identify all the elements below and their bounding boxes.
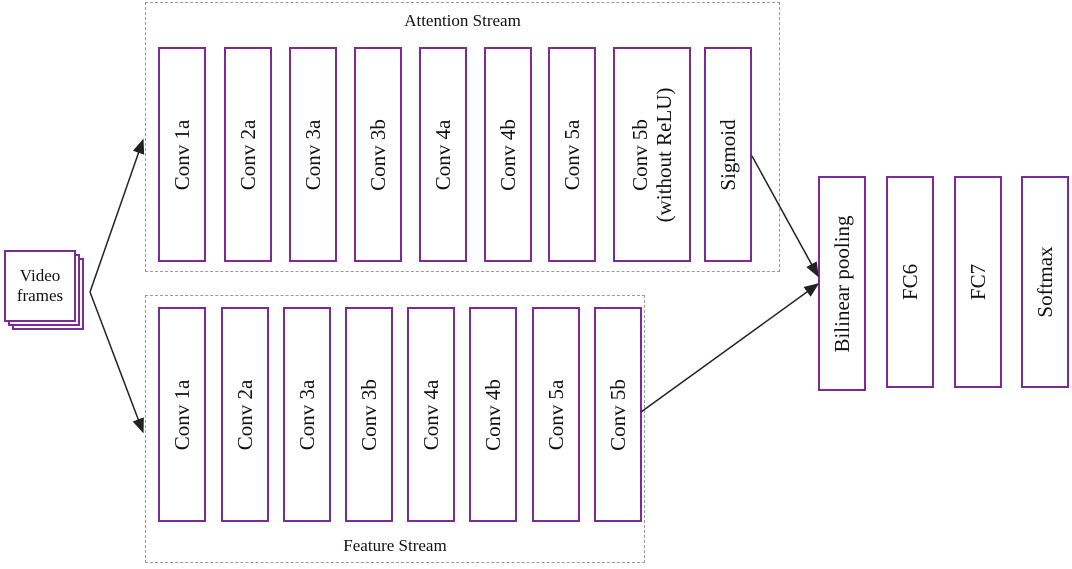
feature-layer-8: Conv 5b xyxy=(594,307,642,522)
feature-stream: Feature Stream xyxy=(145,295,645,563)
head-layer-2: FC6 xyxy=(886,176,934,388)
attention-layer-1: Conv 1a xyxy=(158,47,206,262)
attention-layer-9: Sigmoid xyxy=(704,47,752,262)
attention-layer-4: Conv 3b xyxy=(354,47,402,262)
attention-layer-7: Conv 5a xyxy=(548,47,596,262)
head-layer-3: FC7 xyxy=(954,176,1002,388)
feature-layer-2: Conv 2a xyxy=(221,307,269,522)
attention-layer-2: Conv 2a xyxy=(224,47,272,262)
head-layer-4: Softmax xyxy=(1021,176,1069,388)
attention-layer-3: Conv 3a xyxy=(289,47,337,262)
feature-stream-title: Feature Stream xyxy=(343,536,447,555)
feature-layer-3: Conv 3a xyxy=(283,307,331,522)
attention-stream-title: Attention Stream xyxy=(404,11,521,30)
attention-stream: Attention Stream xyxy=(145,2,780,272)
arrow-input-to-feature xyxy=(89,291,144,434)
attention-layer-5: Conv 4a xyxy=(419,47,467,262)
attention-layer-8: Conv 5b(without ReLU) xyxy=(613,47,691,262)
feature-layer-7: Conv 5a xyxy=(532,307,580,522)
arrow-conv5b-to-pooling xyxy=(640,283,820,413)
feature-layer-5: Conv 4a xyxy=(407,307,455,522)
attention-layer-6: Conv 4b xyxy=(484,47,532,262)
arrow-input-to-attention xyxy=(89,138,145,293)
arrow-sigmoid-to-pooling xyxy=(751,155,819,278)
feature-layer-1: Conv 1a xyxy=(158,307,206,522)
feature-layer-4: Conv 3b xyxy=(345,307,393,522)
feature-layer-6: Conv 4b xyxy=(469,307,517,522)
